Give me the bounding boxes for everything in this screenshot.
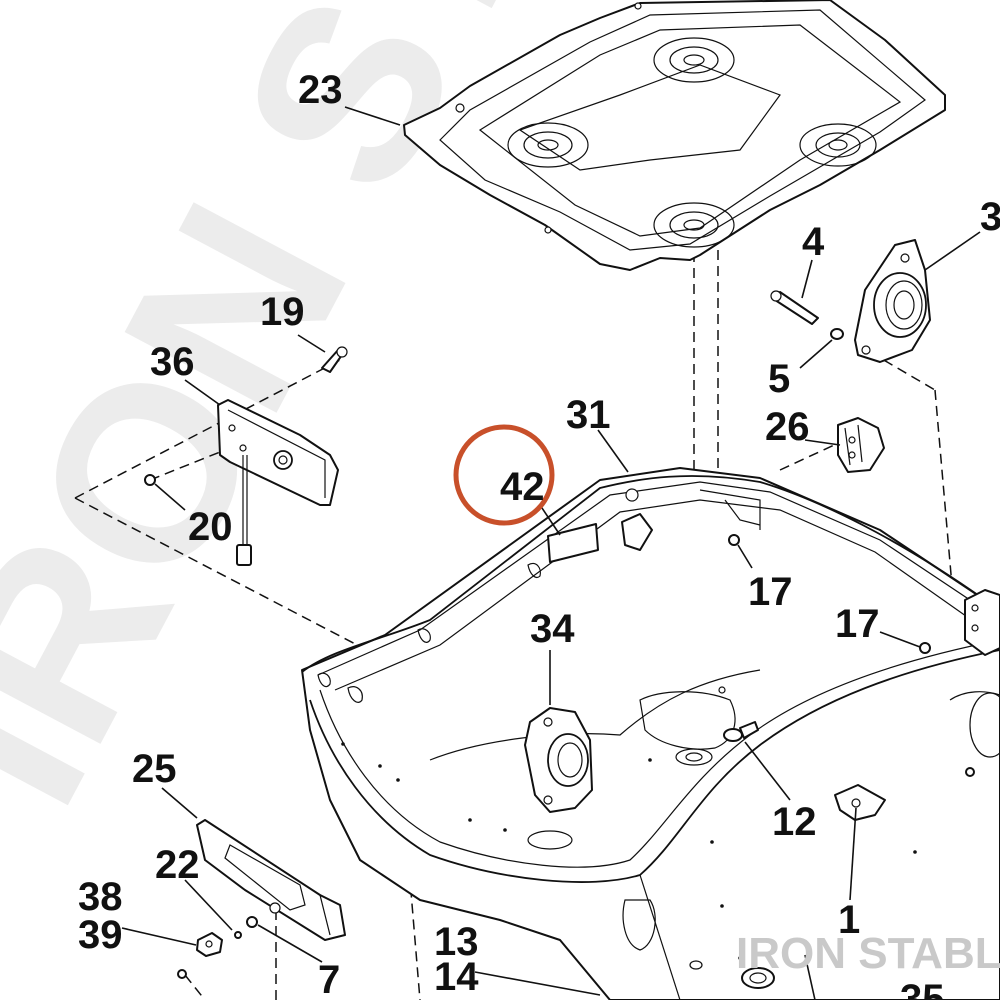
- label-42-plate: [547, 523, 599, 563]
- callout-23: 23: [298, 68, 343, 112]
- callout-13: 13: [434, 920, 479, 964]
- part-1-pad: [834, 784, 886, 821]
- part-4-bolt: [770, 290, 819, 325]
- callout-20: 20: [188, 505, 233, 549]
- part-34-grommet-housing: [524, 707, 593, 813]
- callout-31: 31: [566, 393, 611, 437]
- callout-39: 39: [78, 913, 123, 957]
- callout-7: 7: [318, 958, 340, 1000]
- brand-watermark: IRON STABLE: [736, 929, 1000, 978]
- callout-14: 14: [434, 955, 479, 999]
- callout-1: 1: [838, 898, 860, 942]
- callout-34: 34: [530, 607, 575, 651]
- part-22-clip: [234, 916, 258, 939]
- callout-36: 36: [150, 340, 195, 384]
- part-hinge-bracket: [964, 589, 1000, 656]
- highlight-ring: [453, 424, 555, 526]
- part-13-14-grommet: [689, 960, 775, 989]
- callout-12: 12: [772, 800, 817, 844]
- callout-26: 26: [765, 405, 810, 449]
- part-20-screw: [144, 474, 156, 486]
- part-17-screws: [728, 534, 975, 777]
- callout-22: 22: [155, 843, 200, 887]
- callout-19: 19: [260, 290, 305, 334]
- highlight-circle: [453, 424, 555, 526]
- part-19-screw: [321, 346, 348, 373]
- callout-25: 25: [132, 747, 177, 791]
- part-25-handle: [196, 819, 346, 941]
- callout-38: 38: [78, 875, 123, 919]
- part-12-fastener: [723, 721, 759, 742]
- part-3-flange-housing: [854, 239, 931, 363]
- part-23-top-liner: [403, 0, 946, 271]
- part-small-screw: [177, 969, 187, 979]
- callout-35: 35: [900, 977, 945, 1000]
- part-36-bracket: [217, 399, 339, 566]
- callout-4: 4: [802, 220, 825, 264]
- callout-17-a: 17: [748, 570, 793, 614]
- part-5-washer: [830, 328, 844, 340]
- part-31-case-body: [301, 467, 1000, 1000]
- part-38-39-connector: [196, 932, 223, 957]
- callout-labels: 23 3 4 5 19 36 31 26 20 17 17 34 25 12 2…: [78, 68, 1000, 1000]
- callout-5: 5: [768, 357, 790, 401]
- part-26-latch: [837, 417, 885, 473]
- leader-lines: [121, 106, 981, 1000]
- callout-42-highlighted: 42: [500, 465, 545, 509]
- callout-3: 3: [980, 195, 1000, 239]
- callout-17-b: 17: [835, 602, 880, 646]
